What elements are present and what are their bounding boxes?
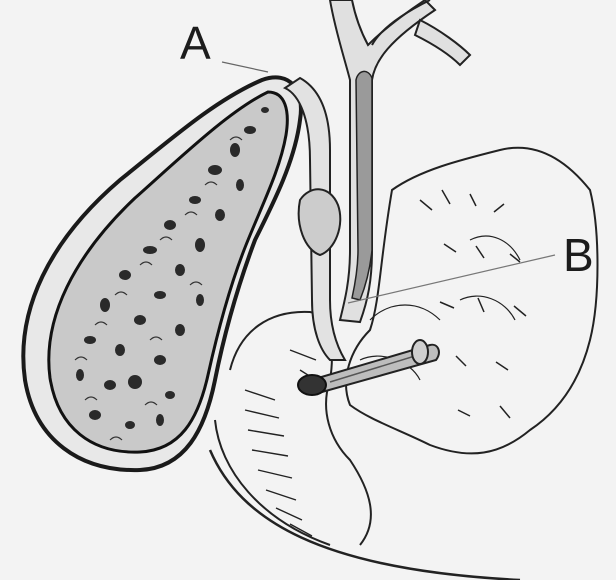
- label-b: B: [563, 232, 594, 278]
- lymph-node: [299, 189, 341, 255]
- common-hepatic-duct: [330, 0, 435, 322]
- label-a-leader: [222, 62, 268, 72]
- ampulla: [298, 375, 326, 395]
- duodenum: [210, 312, 520, 580]
- pancreas: [346, 148, 597, 454]
- biliary-ducts: [285, 0, 470, 360]
- label-a: A: [180, 20, 211, 66]
